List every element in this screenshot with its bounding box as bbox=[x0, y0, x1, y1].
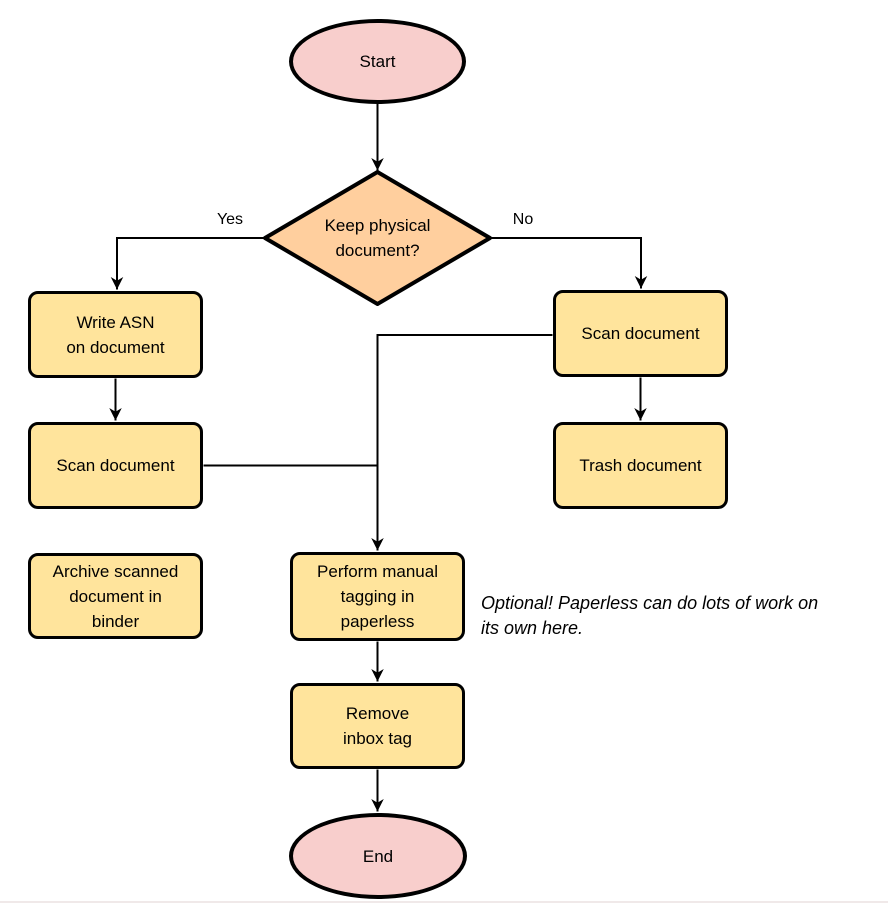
node-archive-binder: Archive scanned document in binder bbox=[28, 553, 203, 639]
node-write-asn-label: Write ASN on document bbox=[66, 312, 165, 357]
annotation-optional-note: Optional! Paperless can do lots of work … bbox=[481, 593, 819, 638]
node-write-asn: Write ASN on document bbox=[28, 291, 203, 378]
node-remove-inbox-tag-label: Remove inbox tag bbox=[343, 704, 412, 748]
node-remove-inbox-tag: Remove inbox tag bbox=[290, 683, 465, 769]
node-archive-binder-label: Archive scanned document in binder bbox=[52, 561, 179, 631]
node-scan-document-left: Scan document bbox=[28, 422, 203, 509]
node-end-label: End bbox=[362, 846, 394, 866]
node-perform-tagging-label: Perform manual tagging in paperless bbox=[317, 562, 438, 631]
node-start-label: Start bbox=[359, 52, 396, 71]
node-decision-label: Keep physical document? bbox=[324, 216, 431, 260]
node-trash-document: Trash document bbox=[553, 422, 728, 509]
edge-no-decision-to-scan-right bbox=[489, 237, 648, 289]
edge-label-no: No bbox=[498, 211, 548, 229]
node-scan-document-right-label: Scan document bbox=[581, 324, 700, 343]
edge-label-yes: Yes bbox=[205, 211, 255, 229]
edge-scan-right-to-perform-tagging bbox=[371, 334, 553, 551]
node-perform-tagging: Perform manual tagging in paperless bbox=[290, 552, 465, 641]
node-start: Start bbox=[289, 19, 466, 104]
decision-diamond-shape bbox=[263, 170, 492, 306]
node-trash-document-label: Trash document bbox=[579, 456, 702, 475]
node-scan-document-right: Scan document bbox=[553, 290, 728, 377]
bottom-divider bbox=[0, 901, 888, 903]
node-decision: Keep physical document? bbox=[294, 196, 461, 280]
node-scan-document-left-label: Scan document bbox=[56, 456, 175, 475]
node-end: End bbox=[289, 813, 467, 899]
edge-yes-decision-to-write-asn bbox=[110, 237, 267, 290]
